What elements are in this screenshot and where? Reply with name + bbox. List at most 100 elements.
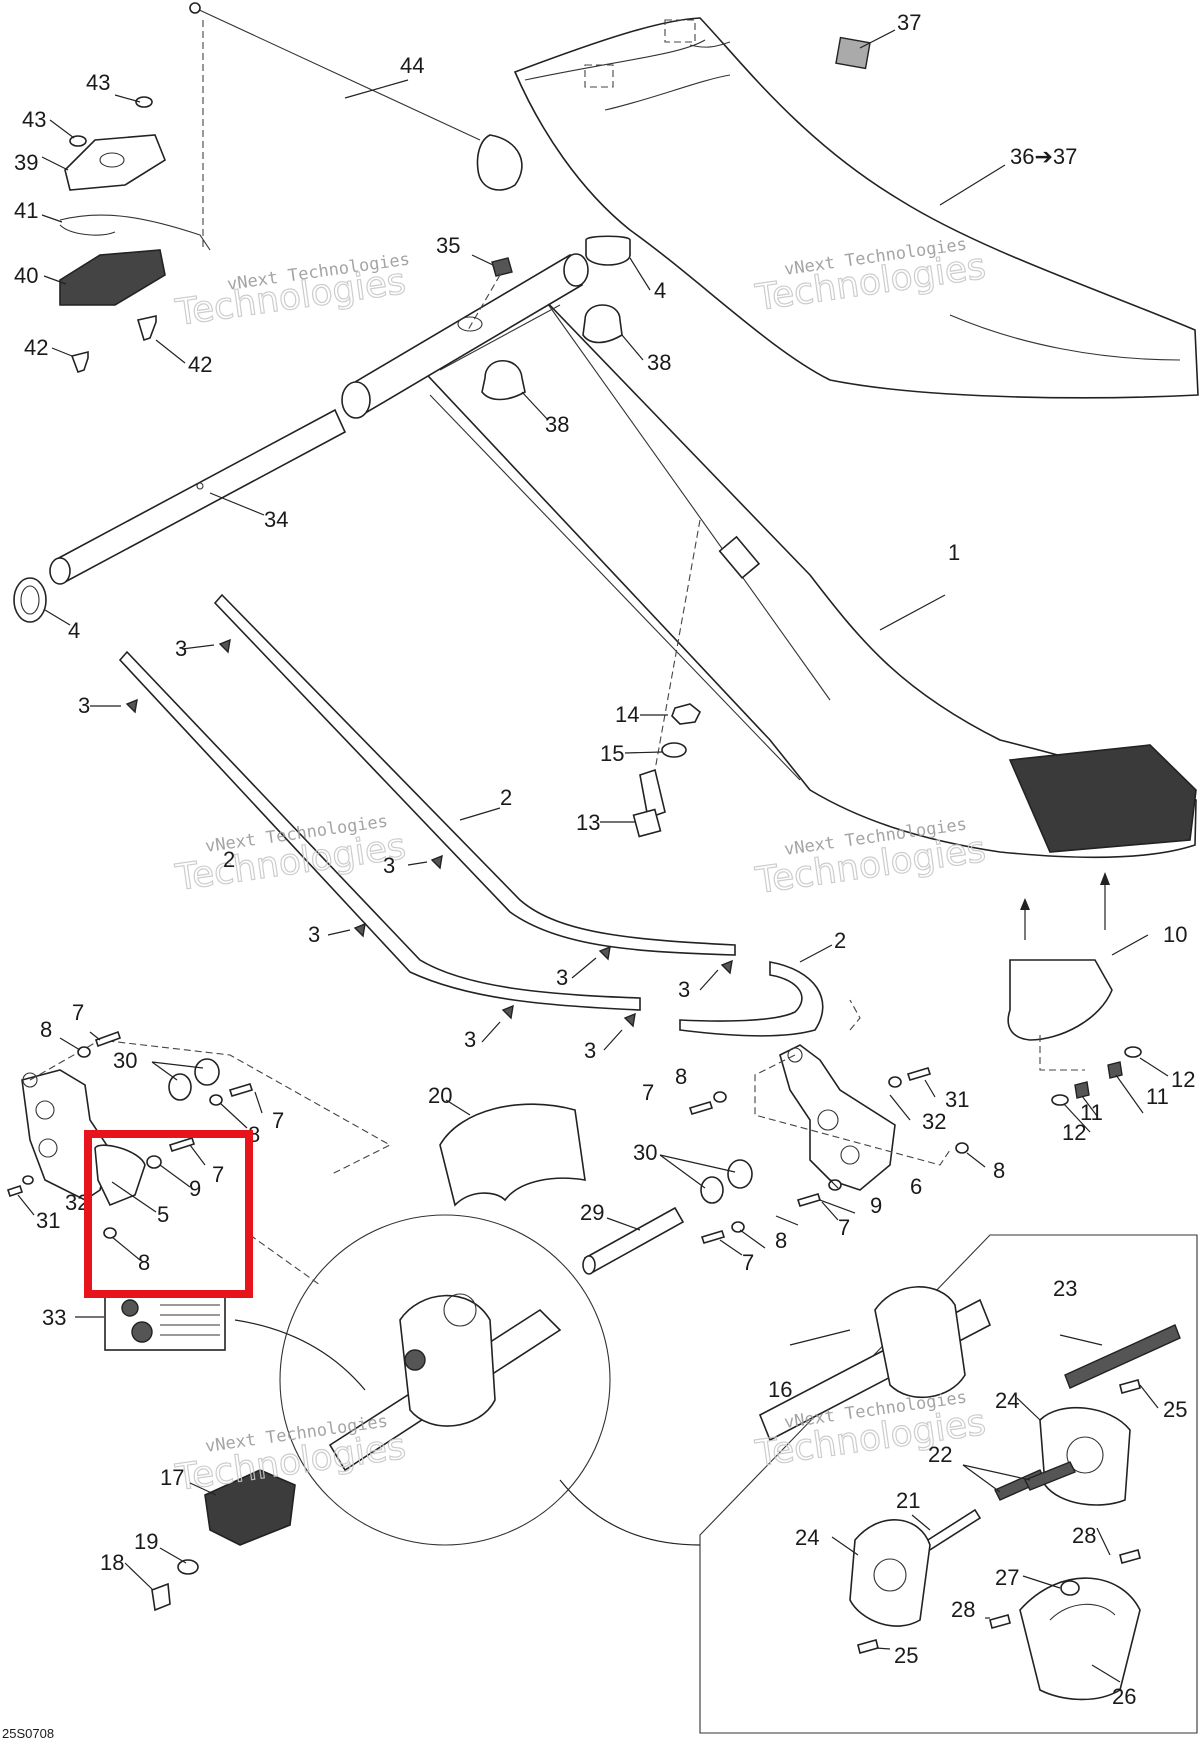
callout-3: 3: [584, 1038, 596, 1063]
callout-38: 38: [647, 350, 671, 375]
callout-9: 9: [189, 1176, 201, 1201]
pad-part-20: [439, 1103, 586, 1207]
bolt-part-11: [1074, 1061, 1123, 1099]
callout-1: 1: [948, 540, 960, 565]
callout-40: 40: [14, 263, 38, 288]
highlight-box: [84, 1130, 253, 1298]
washer-part-19: [177, 1559, 199, 1575]
hardware-left: [6, 1030, 254, 1239]
rod-part-41: [59, 214, 211, 251]
callout-43: 43: [22, 107, 46, 132]
callout-15: 15: [600, 741, 624, 766]
callout-13: 13: [576, 810, 600, 835]
callout-17: 17: [160, 1465, 184, 1490]
callout-34: 34: [264, 507, 288, 532]
callout-31: 31: [945, 1087, 969, 1112]
callout-3: 3: [383, 853, 395, 878]
callout-24: 24: [795, 1525, 819, 1550]
bolt-part-35: [457, 257, 513, 332]
callout-7: 7: [212, 1162, 224, 1187]
callout-35: 35: [436, 233, 460, 258]
washer-part-12: [1051, 1046, 1142, 1106]
callout-labels: 1 2 2 2 3 3 3 3 3 3 3 3 4 4 5 6 7 7 7 7 …: [14, 10, 1195, 1709]
callout-4: 4: [654, 278, 666, 303]
callout-3: 3: [464, 1027, 476, 1052]
callout-22: 22: [928, 1442, 952, 1467]
bumper-part-38-a: [582, 304, 623, 344]
callout-23: 23: [1053, 1276, 1077, 1301]
callout-9: 9: [870, 1193, 882, 1218]
washer-part-15: [661, 742, 687, 758]
callout-6: 6: [910, 1174, 922, 1199]
exploded-detail-box: [699, 1234, 1198, 1734]
bracket-part-5: [94, 1144, 146, 1207]
callout-14: 14: [615, 702, 639, 727]
runner-part-2-c: [679, 961, 824, 1037]
callout-44: 44: [400, 53, 424, 78]
screw-part-42: [70, 315, 157, 374]
callout-7: 7: [72, 1000, 84, 1025]
callout-21: 21: [896, 1488, 920, 1513]
callout-16: 16: [768, 1377, 792, 1402]
screw-part-3-group: [125, 638, 733, 1028]
callout-18: 18: [100, 1550, 124, 1575]
bracket-part-6-right: [754, 999, 951, 1191]
bolt-part-13: [632, 519, 701, 838]
callout-3: 3: [308, 922, 320, 947]
callout-42: 42: [188, 352, 212, 377]
frame-part-1: [413, 294, 1197, 859]
callout-39: 39: [14, 150, 38, 175]
callout-25: 25: [894, 1643, 918, 1668]
callout-42: 42: [24, 335, 48, 360]
callout-7: 7: [272, 1108, 284, 1133]
leader-lines: [17, 29, 1169, 1683]
decal-part-33: [104, 1294, 226, 1351]
callout-7: 7: [742, 1250, 754, 1275]
callout-5: 5: [157, 1202, 169, 1227]
callout-29: 29: [580, 1200, 604, 1225]
callout-3: 3: [556, 965, 568, 990]
callout-2: 2: [834, 928, 846, 953]
bumper-part-38-b: [481, 359, 526, 401]
label-sticker-37: [835, 36, 871, 70]
seat-part-36: [513, 17, 1199, 399]
drawing-code: 25S0708: [2, 1726, 54, 1741]
nut-part-14: [671, 703, 702, 725]
callout-8: 8: [775, 1228, 787, 1253]
callout-19: 19: [134, 1529, 158, 1554]
callout-7: 7: [838, 1215, 850, 1240]
shaft-part-34: [49, 408, 347, 585]
bushing-part-4-bottom: [13, 577, 47, 623]
callout-43: 43: [86, 70, 110, 95]
callout-36-37: 36➔37: [1010, 144, 1077, 169]
bushing-part-30-left: [168, 1058, 220, 1101]
callout-33: 33: [42, 1305, 66, 1330]
callout-11: 11: [1146, 1084, 1169, 1109]
callout-25: 25: [1163, 1397, 1187, 1422]
callout-3: 3: [175, 636, 187, 661]
callout-30: 30: [633, 1140, 657, 1165]
callout-8: 8: [675, 1064, 687, 1089]
nut-part-43: [69, 96, 153, 147]
runner-part-2-b: [118, 650, 641, 1011]
callout-8: 8: [138, 1250, 150, 1275]
callout-10: 10: [1163, 922, 1187, 947]
cap-part-24-top: [1039, 1406, 1131, 1506]
callout-8: 8: [993, 1158, 1005, 1183]
callout-4: 4: [68, 618, 80, 643]
runner-part-2-a: [213, 593, 736, 956]
hardware-detail: [857, 1379, 1141, 1654]
callout-12: 12: [1062, 1120, 1086, 1145]
callout-3: 3: [678, 977, 690, 1002]
callout-20: 20: [428, 1083, 452, 1108]
bracket-part-10: [1007, 872, 1113, 1071]
strip-part-23: [1064, 1324, 1181, 1389]
callout-30: 30: [113, 1048, 137, 1073]
pin-part-29: [582, 1206, 685, 1275]
bolt-part-18: [151, 1582, 171, 1612]
callout-12: 12: [1171, 1067, 1195, 1092]
callout-2: 2: [223, 847, 235, 872]
callout-31: 31: [36, 1208, 60, 1233]
springs-part-22: [994, 1461, 1076, 1501]
